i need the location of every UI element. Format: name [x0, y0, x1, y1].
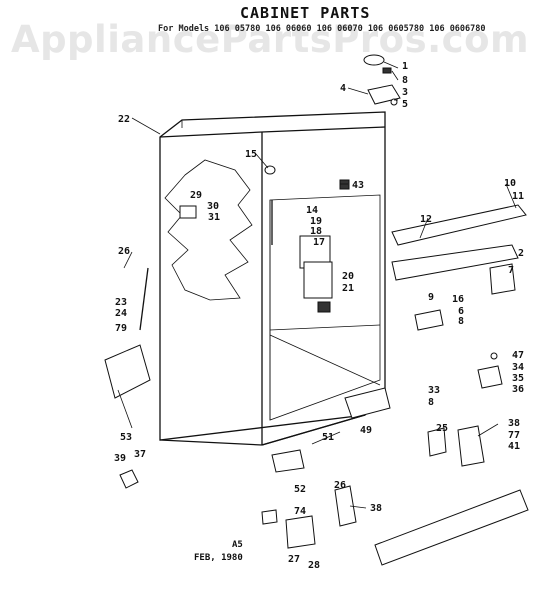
- part-label: 38: [508, 418, 520, 429]
- part-label: 8: [458, 316, 464, 327]
- part-label: 28: [308, 560, 320, 571]
- diagram-title: CABINET PARTS: [240, 4, 371, 22]
- part-label: 4: [340, 83, 346, 94]
- part-label: 8: [428, 397, 434, 408]
- part-label: 11: [512, 191, 524, 202]
- part-numbers: 1 8 3 5 4 22 15 43 10 11 29 30 31 14 12 …: [114, 61, 524, 571]
- part-label: 77: [508, 430, 520, 441]
- part-label: 7: [508, 265, 514, 276]
- hinge-bar: [391, 204, 527, 331]
- part-label: 25: [436, 423, 448, 434]
- part-label: 51: [322, 432, 334, 443]
- cabinet-body: [159, 111, 386, 446]
- part-label: 19: [310, 216, 322, 227]
- part-label: 26: [334, 480, 346, 491]
- part-label: 41: [508, 441, 520, 452]
- part-label: 27: [288, 554, 300, 565]
- part-label: 1: [402, 61, 408, 72]
- part-label: 17: [313, 237, 325, 248]
- part-label: 12: [420, 214, 432, 225]
- part-label: 35: [512, 373, 524, 384]
- part-label: 39: [114, 453, 126, 464]
- part-label: 49: [360, 425, 372, 436]
- part-label: 79: [115, 323, 127, 334]
- part-label: 15: [245, 149, 257, 160]
- part-label: 23: [115, 297, 127, 308]
- part-label: 30: [207, 201, 219, 212]
- part-label: 47: [512, 350, 524, 361]
- right-parts: [457, 352, 503, 467]
- part-label: 24: [115, 308, 127, 319]
- part-label: 9: [428, 292, 434, 303]
- part-label: 5: [402, 99, 408, 110]
- footer-code: A5: [232, 540, 243, 550]
- part-label: 36: [512, 384, 524, 395]
- part-label: 29: [190, 190, 202, 201]
- bottom-parts: [261, 387, 529, 566]
- model-list: For Models 106 05780 106 06060 106 06070…: [158, 24, 486, 34]
- part-label: 8: [402, 75, 408, 86]
- part-label: 3: [402, 87, 408, 98]
- watermark: AppliancePartsPros.com: [10, 18, 530, 61]
- part-label: 16: [452, 294, 464, 305]
- part-label: 53: [120, 432, 132, 443]
- footer-date: FEB, 1980: [194, 553, 243, 563]
- part-label: 18: [310, 226, 322, 237]
- part-label: 34: [512, 362, 524, 373]
- part-label: 14: [306, 205, 318, 216]
- part-label: 21: [342, 283, 354, 294]
- leader-lines: [117, 61, 517, 509]
- part-label: 20: [342, 271, 354, 282]
- side-cutaway: [164, 159, 253, 301]
- part-label: 31: [208, 212, 220, 223]
- part-label: 33: [428, 385, 440, 396]
- left-parts: [104, 205, 197, 489]
- part-label: 26: [118, 246, 130, 257]
- part-label: 2: [518, 248, 524, 259]
- part-label: 43: [352, 180, 364, 191]
- part-label: 10: [504, 178, 516, 189]
- part-label: 22: [118, 114, 130, 125]
- part-label: 6: [458, 306, 464, 317]
- part-label: 38: [370, 503, 382, 514]
- interior-parts: [271, 200, 333, 313]
- part-label: 37: [134, 449, 146, 460]
- part-label: 52: [294, 484, 306, 495]
- part-label: 74: [294, 506, 306, 517]
